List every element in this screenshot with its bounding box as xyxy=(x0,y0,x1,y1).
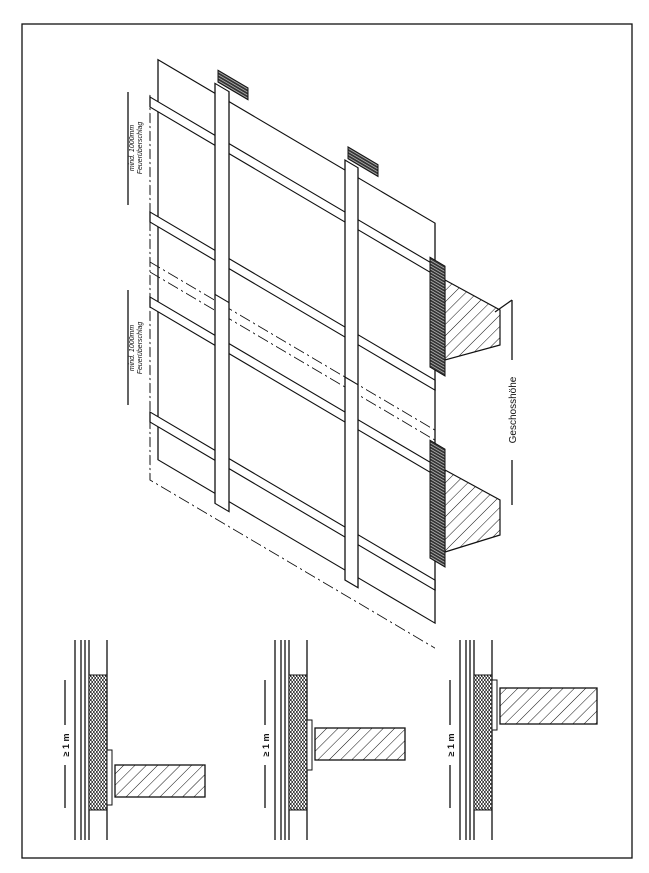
detail-dim-label: ≥ 1 m xyxy=(261,734,271,757)
fire-barrier-lower xyxy=(429,439,446,568)
storey-height-label: Geschosshöhe xyxy=(508,376,519,443)
detail-2: ≥ 1 m xyxy=(259,640,406,840)
dimension-fire-spread-lower: mind. 1000mm Feuerüberschlag xyxy=(127,290,144,405)
dimension-storey-height: Geschosshöhe xyxy=(494,299,519,505)
dimension-fire-spread-upper: mind. 1000mm Feuerüberschlag xyxy=(127,92,144,205)
mullions xyxy=(214,69,379,589)
page-frame xyxy=(21,23,633,859)
floor-slab-lower xyxy=(444,468,501,553)
detail-dim-label: ≥ 1 m xyxy=(61,734,71,757)
dimension-label: Feuerüberschlag xyxy=(137,322,144,375)
floor-slab-upper xyxy=(444,278,501,361)
facade-panel xyxy=(157,58,436,625)
detail-3: ≥ 1 m xyxy=(444,640,598,840)
fire-barrier-upper xyxy=(429,256,446,377)
dimension-label: Feuerüberschlag xyxy=(137,122,144,175)
dimension-label: mind. 1000mm xyxy=(129,325,136,371)
detail-1: ≥ 1 m xyxy=(59,640,206,840)
dimension-label: mind. 1000mm xyxy=(129,125,136,171)
detail-dim-label: ≥ 1 m xyxy=(446,734,456,757)
isometric-facade xyxy=(149,58,446,649)
